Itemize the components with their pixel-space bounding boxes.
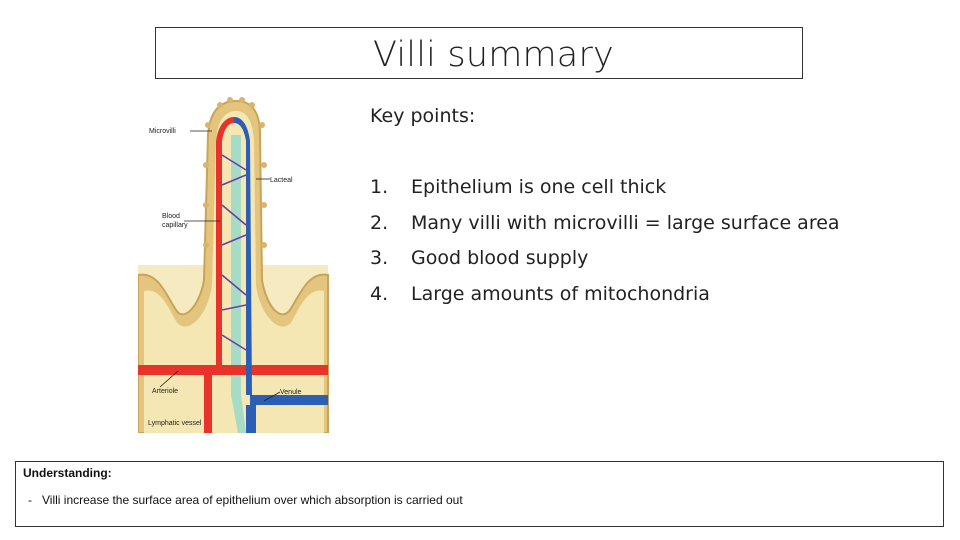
key-point-number: 4. <box>370 283 389 306</box>
key-point-text: Epithelium is one cell thick <box>411 176 667 198</box>
label-lymphatic-vessel: Lymphatic vessel <box>148 420 202 427</box>
bullet-dash: - <box>28 493 32 507</box>
label-lacteal: Lacteal <box>270 177 293 184</box>
capillary-network <box>221 154 247 351</box>
label-microvilli: Microvilli <box>149 128 176 135</box>
understanding-box: Understanding: -Villi increase the surfa… <box>15 461 944 527</box>
understanding-item-text: Villi increase the surface area of epith… <box>42 493 463 507</box>
understanding-title: Understanding: <box>23 466 112 480</box>
slide-title: Villi summary <box>373 35 614 75</box>
key-points-label: Key points: <box>370 105 476 127</box>
title-box <box>155 27 803 79</box>
venule-right <box>250 395 328 405</box>
label-arteriole: Arteriole <box>152 388 178 395</box>
lacteal-vessel <box>231 135 246 433</box>
key-point-text: Good blood supply <box>411 247 589 270</box>
villus-diagram: Microvilli Lacteal Blood capillary Arter… <box>138 97 329 433</box>
arteriole-vessel <box>204 117 328 433</box>
label-leaders <box>159 130 281 402</box>
microvilli-bumps <box>203 97 267 248</box>
key-point-number: 1. <box>370 176 389 198</box>
key-point-text: Many villi with microvilli = large surfa… <box>411 211 840 234</box>
arteriole-left <box>138 365 216 375</box>
label-blood-capillary-2: capillary <box>162 222 188 229</box>
label-venule: Venule <box>280 389 302 396</box>
key-point-number: 3. <box>370 247 389 270</box>
understanding-item: -Villi increase the surface area of epit… <box>28 493 463 507</box>
key-point-text: Large amounts of mitochondria <box>411 283 710 306</box>
label-blood-capillary-1: Blood <box>162 213 180 220</box>
key-point-number: 2. <box>370 211 389 234</box>
